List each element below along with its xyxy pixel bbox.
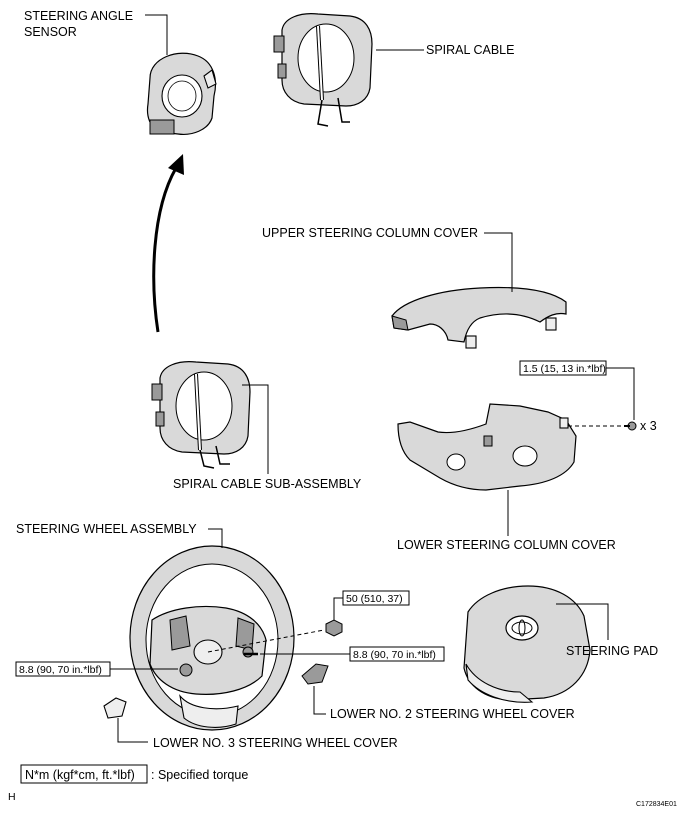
torque-steering-wheel-screw-left: 8.8 (90, 70 in.*lbf) <box>19 664 102 676</box>
removal-arrow-head <box>168 154 184 175</box>
spiral-cable-sub-assembly-leader <box>242 384 269 474</box>
steering-wheel-assembly-label: STEERING WHEEL ASSEMBLY <box>16 522 197 536</box>
column-cover-screw-quantity: x 3 <box>640 419 657 433</box>
legend-torque-description: : Specified torque <box>151 768 248 782</box>
spiral-cable-sub-assembly-part <box>151 361 251 469</box>
steering-wheel-nut-leader <box>333 597 343 620</box>
section-letter: H <box>8 791 16 803</box>
lower-no3-steering-wheel-cover-part <box>103 697 127 719</box>
steering-angle-sensor-leader <box>145 14 168 55</box>
removal-arrow <box>152 167 178 333</box>
lower-steering-column-cover-label: LOWER STEERING COLUMN COVER <box>397 538 616 552</box>
steering-angle-sensor-label-line2: SENSOR <box>24 25 77 39</box>
steering-wheel-nut-part <box>325 619 343 637</box>
torque-steering-wheel-nut: 50 (510, 37) <box>346 593 403 605</box>
lower-no3-steering-wheel-cover-leader <box>117 718 148 743</box>
spiral-cable-sub-assembly-label: SPIRAL CABLE SUB-ASSEMBLY <box>173 477 362 491</box>
upper-steering-column-cover-leader <box>484 232 513 292</box>
torque-steering-wheel-screw-right: 8.8 (90, 70 in.*lbf) <box>353 649 436 661</box>
torque-column-cover-screw: 1.5 (15, 13 in.*lbf) <box>523 363 606 375</box>
lower-no2-steering-wheel-cover-part <box>301 663 329 685</box>
lower-no2-steering-wheel-cover-leader <box>313 686 326 715</box>
legend-torque-unit: N*m (kgf*cm, ft.*lbf) <box>25 768 135 782</box>
lower-steering-column-cover-part <box>397 403 577 491</box>
lower-no2-steering-wheel-cover-label: LOWER NO. 2 STEERING WHEEL COVER <box>330 707 575 721</box>
column-cover-screw-part <box>624 421 637 431</box>
spiral-cable-label: SPIRAL CABLE <box>426 43 514 57</box>
lower-no3-steering-wheel-cover-label: LOWER NO. 3 STEERING WHEEL COVER <box>153 736 398 750</box>
spiral-cable-part <box>273 13 373 127</box>
steering-angle-sensor-label-line1: STEERING ANGLE <box>24 9 133 23</box>
steering-pad-part <box>463 585 591 703</box>
column-cover-screw-leader <box>606 367 635 420</box>
steering-wheel-nut-dash <box>207 629 325 653</box>
upper-steering-column-cover-label: UPPER STEERING COLUMN COVER <box>262 226 478 240</box>
steering-angle-sensor-part <box>146 52 217 135</box>
figure-code: C172834E01 <box>636 801 677 808</box>
steering-wheel-assembly-part <box>129 545 295 731</box>
steering-wheel-assembly-leader <box>208 528 223 548</box>
steering-pad-leader <box>556 603 609 640</box>
upper-steering-column-cover-part <box>391 286 567 349</box>
legend-torque-box <box>20 764 148 784</box>
steering-pad-label: STEERING PAD <box>566 644 658 658</box>
